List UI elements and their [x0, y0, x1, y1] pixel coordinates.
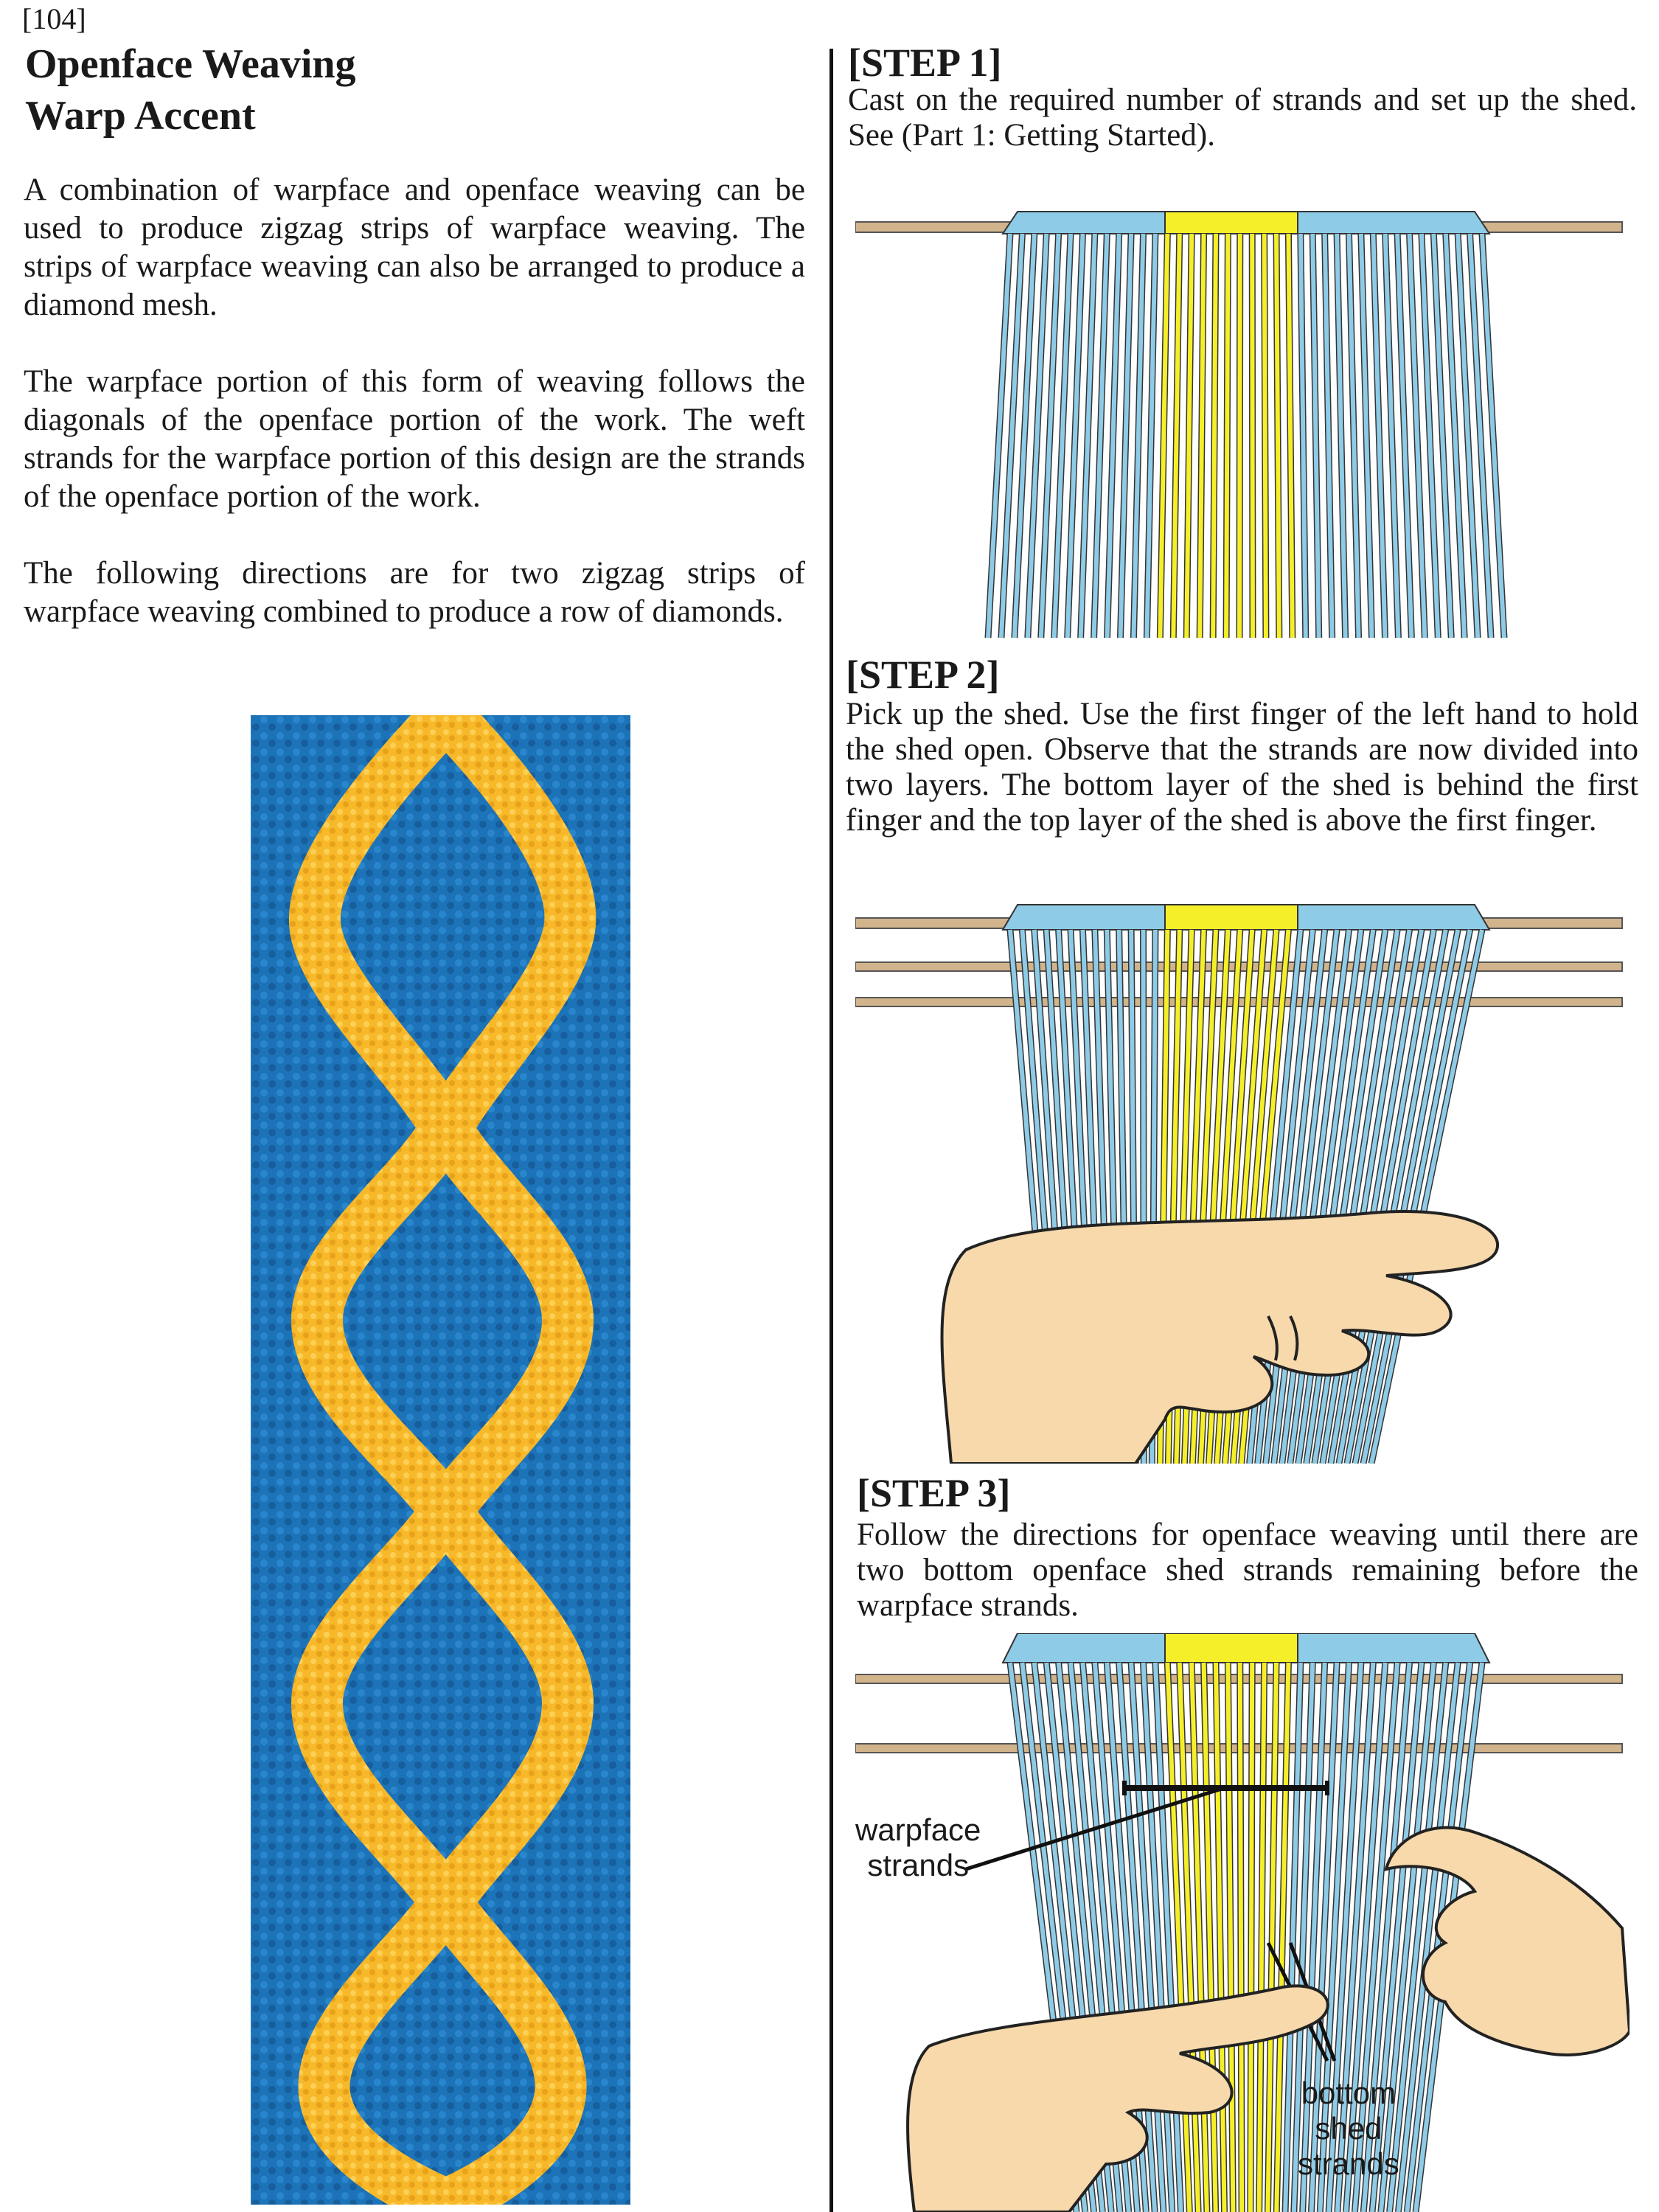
page-title: Openface Weaving Warp Accent [25, 38, 356, 142]
step-3-illustration [855, 1633, 1630, 2212]
intro-paragraph-3: The following directions are for two zig… [24, 556, 805, 629]
step-1-text: Cast on the required number of strands a… [848, 83, 1637, 153]
warpface-strands-label: warpface strands [855, 1812, 981, 1883]
warpface-label-line-2: strands [867, 1848, 970, 1882]
page-number: [104] [22, 2, 86, 35]
warpface-label-line-1: warpface [855, 1812, 981, 1847]
column-divider [830, 49, 833, 2212]
step-1-illustration [855, 211, 1623, 639]
title-line-1: Openface Weaving [25, 41, 356, 87]
step-2-title: [STEP 2] [846, 653, 1000, 697]
step-2-illustration [855, 904, 1623, 1464]
right-hand-icon [1384, 1826, 1630, 2056]
intro-paragraph-1: A combination of warpface and openface w… [24, 173, 805, 322]
bottom-label-line-1: bottom [1301, 2076, 1397, 2110]
left-hand-icon [940, 1210, 1500, 1464]
step-3-title: [STEP 3] [857, 1471, 1011, 1515]
title-line-2: Warp Accent [25, 93, 256, 139]
bottom-label-line-3: strands [1298, 2146, 1399, 2181]
intro-paragraph-2: The warpface portion of this form of wea… [24, 364, 805, 514]
woven-band-photo [251, 715, 630, 2205]
step-1-title: [STEP 1] [848, 41, 1002, 85]
bottom-shed-strands-label: bottom shed strands [1298, 2076, 1399, 2182]
step-3-text: Follow the directions for openface weavi… [857, 1517, 1638, 1623]
left-hand-icon [906, 1984, 1329, 2212]
bottom-label-line-2: shed [1315, 2111, 1382, 2146]
step-2-text: Pick up the shed. Use the first finger o… [846, 697, 1638, 838]
